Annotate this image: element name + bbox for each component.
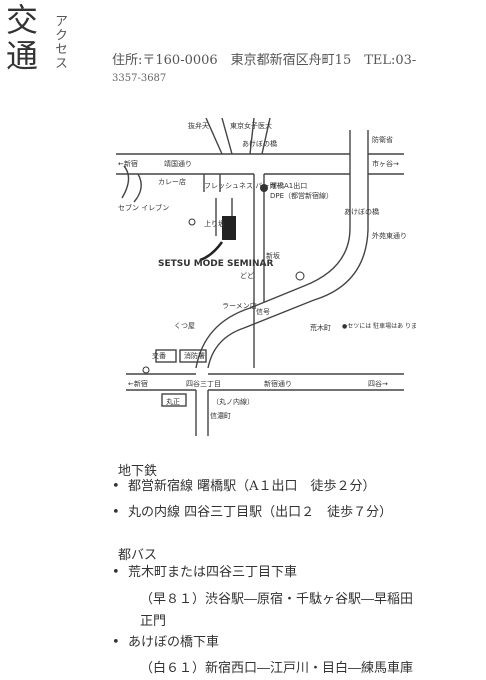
- page-subtitle: アクセス: [52, 14, 67, 70]
- map-label-shinjuku-left2: ←新宿: [128, 379, 148, 388]
- akebono-exit-marker: [260, 184, 268, 192]
- map-label-fresh-burger: フレッシュネス バーガー: [204, 181, 283, 190]
- map-label-yasukuni: 靖国通り: [164, 159, 192, 168]
- bus-route-1: （早８１）渋谷駅―原宿・千駄ヶ谷駅―早稲田: [140, 592, 414, 607]
- page-title: 交通: [6, 2, 46, 74]
- map-label-dodo: どど: [240, 272, 254, 280]
- map-label-kouban: 交番: [152, 351, 166, 360]
- bullet-icon: •: [112, 565, 120, 580]
- map-label-akebono-st: あけぼの橋: [344, 207, 379, 216]
- map-label-ramen: ラーメン店: [222, 301, 257, 310]
- bullet-icon: •: [112, 635, 120, 650]
- map-label-akebono-exit: 曙橋A1出口: [270, 181, 307, 190]
- setsu-building-marker: [222, 216, 236, 240]
- bullet-icon: •: [112, 505, 120, 520]
- map-label-kutsuya: くつ屋: [174, 322, 195, 330]
- list-item: •都営新宿線 曙橋駅（A１出口 徒歩２分）: [112, 474, 392, 500]
- map-label-marunouchi: （丸ノ内線）: [212, 397, 254, 406]
- map-label-seven: セブン イレブン: [118, 203, 169, 212]
- list-item: •荒木町または四谷三丁目下車: [112, 560, 297, 586]
- map-label-yotsuya-3: 四谷三丁目: [186, 379, 221, 388]
- map-label-benzaiten: 抜弁天: [188, 121, 209, 130]
- map-label-ichigaya: 市ヶ谷→: [372, 159, 399, 168]
- map-label-shinjuku-dori: 新宿通り: [264, 379, 292, 388]
- map-label-curry: カレー店: [158, 177, 186, 186]
- map-label-shingou: 信号: [256, 307, 270, 316]
- map-label-arakicho: 荒木町: [310, 323, 331, 332]
- bus-route-2: （白６１）新宿西口―江戸川・目白―練馬車庫: [140, 661, 414, 676]
- list-item: •あけぼの橋下車: [112, 630, 219, 656]
- map-label-ue-no-saka: 上り坂: [204, 219, 225, 228]
- bullet-icon: •: [112, 479, 120, 494]
- access-map: 抜弁天 東京女子医大 あけぼの橋 防衛省 ←新宿 靖国通り 市ヶ谷→ カレー店 …: [116, 118, 416, 436]
- map-label-shinmichi: 新坂: [266, 251, 280, 260]
- map-label-dpe: DPE（都営新宿線）: [270, 191, 333, 200]
- map-label-shinjuku-left: ←新宿: [118, 159, 138, 168]
- bus-list-2: •あけぼの橋下車: [112, 630, 219, 656]
- bus-route-1-cont: 正門: [140, 614, 167, 629]
- subway-heading: 地下鉄: [118, 464, 158, 479]
- map-label-shinanomachi: 信濃町: [210, 411, 231, 420]
- address-line-1: 住所:〒160-0006 東京都新宿区舟町15 TEL:03-: [112, 53, 417, 68]
- page-title-text: 交通: [6, 1, 39, 75]
- bus-heading: 都バス: [118, 548, 158, 563]
- map-label-yotsuya-right: 四谷→: [368, 379, 388, 388]
- map-label-setsu: SETSU MODE SEMINAR: [158, 259, 273, 269]
- address-line-2: 3357-3687: [112, 73, 167, 84]
- map-label-note: ●セツには 駐車場はあ りません。: [342, 322, 416, 330]
- address-block: 住所:〒160-0006 東京都新宿区舟町15 TEL:03- 3357-368…: [112, 52, 472, 88]
- bus-list-1: •荒木町または四谷三丁目下車: [112, 560, 297, 586]
- map-label-shoubou: 消防署: [184, 351, 205, 360]
- map-label-bouei: 防衛省: [372, 135, 393, 144]
- map-label-marusho: 丸正: [166, 397, 180, 406]
- map-label-gaien: 外苑東通り: [372, 231, 407, 240]
- list-item: •丸の内線 四谷三丁目駅（出口２ 徒歩７分）: [112, 500, 392, 526]
- subway-list: •都営新宿線 曙橋駅（A１出口 徒歩２分） •丸の内線 四谷三丁目駅（出口２ 徒…: [112, 474, 392, 526]
- map-label-akebono-bridge: あけぼの橋: [242, 139, 277, 148]
- map-label-joshi-idai: 東京女子医大: [230, 121, 272, 130]
